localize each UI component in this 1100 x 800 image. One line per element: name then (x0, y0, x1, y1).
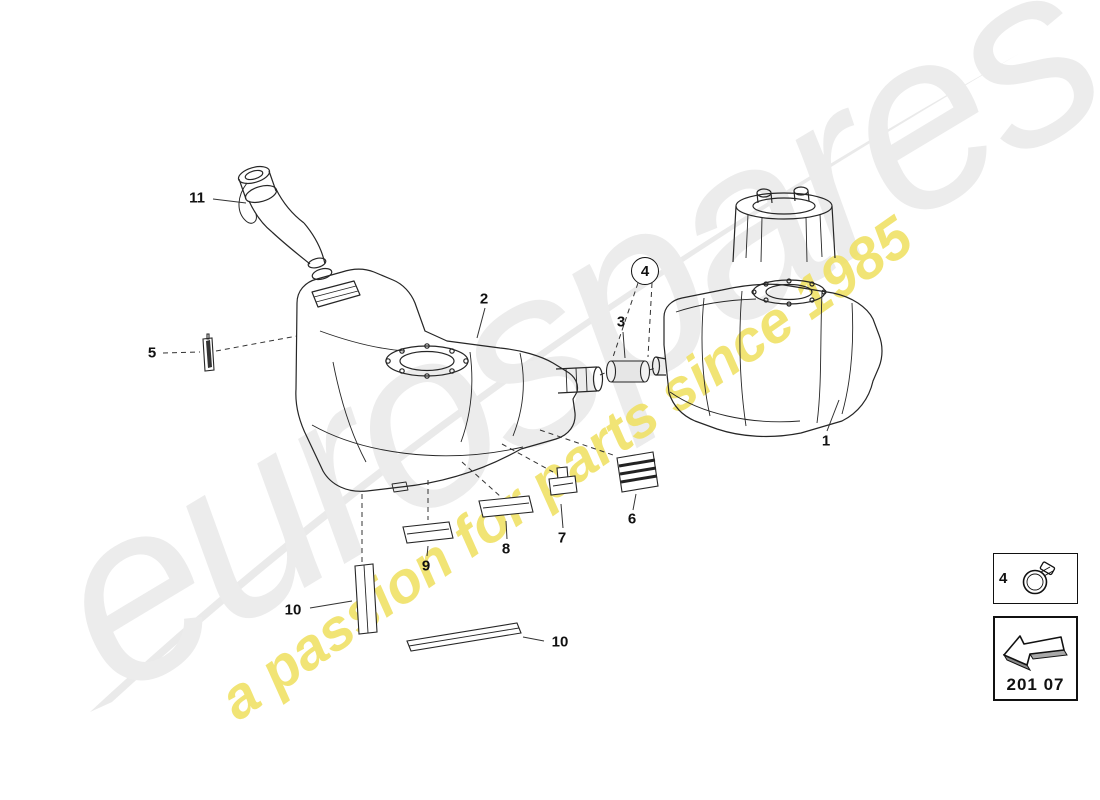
callout-4-circled[interactable]: 4 (631, 257, 659, 285)
callout-11[interactable]: 11 (189, 189, 205, 207)
fuel-tank-left-drawing (295, 267, 604, 493)
leader-6 (632, 493, 637, 511)
part-6-drawing (616, 451, 659, 493)
dash-tank-7 (501, 443, 554, 473)
callout-2[interactable]: 2 (479, 290, 489, 308)
dash-tank-6 (539, 429, 617, 457)
part-code-box: 201 07 (993, 616, 1078, 701)
leader-11 (212, 198, 247, 204)
dash-tube-3 (599, 371, 608, 376)
clamp-ref-number: 4 (999, 570, 1008, 587)
leader-2 (476, 307, 486, 339)
tank-left-outline (295, 268, 579, 492)
dash-4-left (612, 282, 639, 358)
callout-9[interactable]: 9 (421, 557, 431, 575)
part-5-drawing (202, 333, 215, 372)
part-7-drawing (548, 466, 578, 496)
callout-10-right[interactable]: 10 (551, 633, 569, 651)
dash-5-tank (215, 335, 298, 352)
leader-7 (560, 503, 564, 529)
hose-clamp-icon (1023, 560, 1056, 594)
leader-8 (505, 520, 508, 540)
callout-8[interactable]: 8 (501, 540, 511, 558)
leader-10-right (522, 636, 545, 642)
part-8-drawing (478, 495, 534, 518)
callout-5[interactable]: 5 (147, 344, 157, 362)
fuel-tank-right-drawing (651, 186, 883, 438)
clamp-legend-box[interactable]: 4 (993, 553, 1078, 604)
filler-neck-drawing (237, 165, 327, 269)
part-10-right-drawing (406, 622, 522, 652)
callout-3[interactable]: 3 (616, 313, 626, 331)
leader-3 (622, 331, 626, 359)
part-3-drawing (605, 360, 651, 383)
callout-1[interactable]: 1 (821, 432, 831, 450)
part-code-label: 201 07 (1006, 675, 1065, 694)
callout-10-left[interactable]: 10 (284, 601, 302, 619)
part-9-drawing (402, 521, 454, 544)
dash-5-label (162, 351, 201, 354)
callout-7[interactable]: 7 (557, 529, 567, 547)
leader-10-left (309, 600, 353, 609)
direction-arrow-icon (1002, 635, 1068, 672)
tank-right-outline (663, 283, 883, 438)
leader-1 (826, 399, 840, 432)
dash-4-right (647, 282, 653, 358)
callout-6[interactable]: 6 (627, 510, 637, 528)
part-10-left-drawing (354, 563, 378, 635)
leader-9 (426, 545, 429, 557)
